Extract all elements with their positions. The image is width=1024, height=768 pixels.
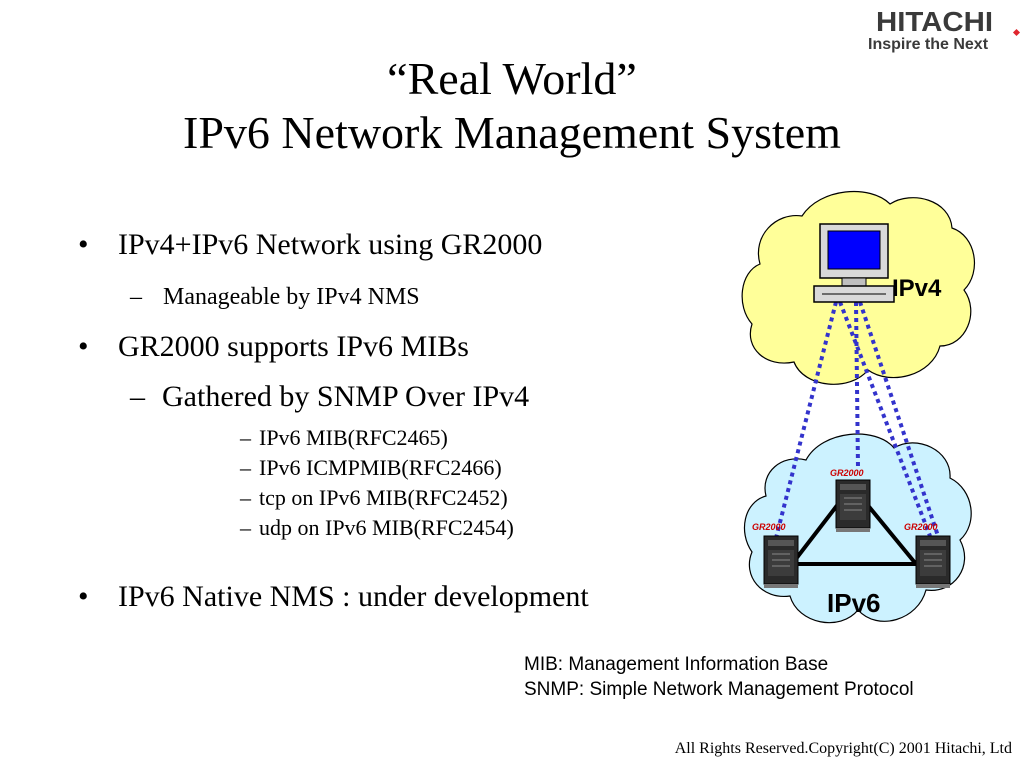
sub-sub-bullet-item: – udp on IPv6 MIB(RFC2454) [240, 515, 514, 541]
router-top [835, 479, 871, 532]
bullet-text: IPv6 Native NMS : under development [118, 580, 589, 613]
ipv6-triangle-links [787, 482, 921, 566]
snmp-links [774, 301, 940, 539]
bullet-dot: • [78, 228, 89, 261]
ipv4-label: IPv4 [892, 275, 942, 302]
sub-sub-bullet-text: IPv6 ICMPMIB(RFC2466) [259, 455, 502, 480]
sub-sub-bullet-item: – IPv6 MIB(RFC2465) [240, 425, 448, 451]
title-line-2: IPv6 Network Management System [183, 107, 841, 158]
sub-bullet-text: Gathered by SNMP Over IPv4 [162, 380, 530, 413]
bullet-dot: • [78, 330, 89, 363]
link-to-left-router [774, 301, 838, 539]
hitachi-logo: HITACHI Inspire the Next [866, 6, 1021, 56]
bullet-text: GR2000 supports IPv6 MIBs [118, 330, 469, 363]
router-right [915, 535, 951, 588]
bullet-list: • IPv4+IPv6 Network using GR2000 – Manag… [78, 228, 589, 613]
router-top-label: GR2000 [830, 468, 864, 478]
logo-brand: HITACHI [876, 6, 994, 37]
link-to-right-router-2 [838, 301, 932, 537]
sub-bullet-item: – Gathered by SNMP Over IPv4 [130, 380, 529, 414]
sub-bullet-item: – Manageable by IPv4 NMS [130, 284, 420, 311]
sub-bullet-dash: – [130, 284, 142, 310]
sub-sub-bullet-text: udp on IPv6 MIB(RFC2454) [259, 515, 514, 540]
glossary-notes: MIB: Management Information Base SNMP: S… [524, 652, 914, 702]
note-snmp: SNMP: Simple Network Management Protocol [524, 679, 914, 700]
sub-bullet-dash: – [130, 380, 145, 413]
bullet-dot: • [78, 580, 89, 613]
sub-sub-bullet-dash: – [240, 425, 251, 450]
note-mib: MIB: Management Information Base [524, 654, 829, 675]
nms-computer-icon [813, 223, 895, 303]
sub-sub-bullet-item: – IPv6 ICMPMIB(RFC2466) [240, 455, 502, 481]
router-left [763, 535, 799, 588]
sub-sub-bullet-dash: – [240, 515, 251, 540]
title-line-1: “Real World” [387, 53, 637, 104]
sub-sub-bullet-item: – tcp on IPv6 MIB(RFC2452) [240, 485, 508, 511]
copyright-footer: All Rights Reserved.Copyright(C) 2001 Hi… [674, 740, 1012, 757]
router-left-label: GR2000 [752, 522, 786, 532]
link-to-top-router [854, 301, 860, 469]
bullet-text: IPv4+IPv6 Network using GR2000 [118, 228, 543, 261]
sub-sub-bullet-text: tcp on IPv6 MIB(RFC2452) [259, 485, 508, 510]
router-right-label: GR2000 [904, 522, 938, 532]
sub-sub-bullet-dash: – [240, 455, 251, 480]
link-to-right-router [858, 301, 940, 537]
network-diagram: GR2000 GR2000 GR2000 IPv4 IPv6 [741, 191, 976, 624]
sub-bullet-text: Manageable by IPv4 NMS [163, 284, 420, 310]
sub-sub-bullet-text: IPv6 MIB(RFC2465) [259, 425, 448, 450]
logo-accent-dot [1012, 28, 1021, 37]
slide-title: “Real World” IPv6 Network Management Sys… [0, 52, 1024, 160]
sub-sub-bullet-dash: – [240, 485, 251, 510]
logo-tagline: Inspire the Next [868, 36, 989, 53]
ipv6-label: IPv6 [827, 588, 881, 618]
